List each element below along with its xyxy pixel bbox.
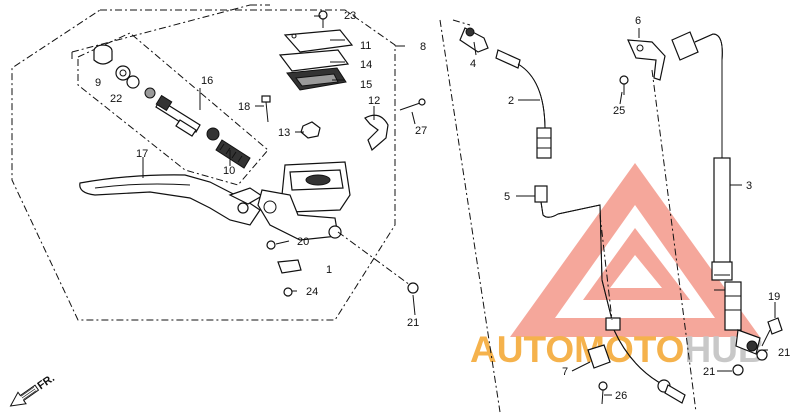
callout-7: 7 xyxy=(562,366,568,378)
callout-14: 14 xyxy=(360,59,372,71)
callout-18: 18 xyxy=(238,101,250,113)
leader-lines xyxy=(142,15,776,413)
callout-12: 12 xyxy=(368,95,380,107)
part-15-diaphragm xyxy=(286,67,347,91)
callout-3: 3 xyxy=(746,180,752,192)
callout-16: 16 xyxy=(201,75,213,87)
part-23-screw xyxy=(318,10,328,28)
part-21-washer xyxy=(407,282,419,294)
part-26-bolt xyxy=(598,381,608,405)
arrow-left-icon xyxy=(9,384,40,407)
callout-4: 4 xyxy=(470,58,476,70)
callout-26: 26 xyxy=(615,390,627,402)
part-7-clamp xyxy=(587,344,611,369)
part-2-upper-hose xyxy=(495,49,552,159)
part-18-bolt xyxy=(261,95,271,123)
part-17-brake-lever xyxy=(79,174,264,226)
part-25-bolt xyxy=(619,75,629,95)
part-12-holder xyxy=(364,114,389,152)
watermark-text: AUTOMOTOHUB xyxy=(470,329,765,370)
callout-6: 6 xyxy=(635,15,641,27)
assembly-outline xyxy=(11,9,396,321)
part-13-nut xyxy=(300,121,321,139)
callout-25: 25 xyxy=(613,105,625,117)
callout-20: 20 xyxy=(297,236,309,248)
callout-15: 15 xyxy=(360,79,372,91)
part-10-spring xyxy=(215,139,251,169)
callout-10: 10 xyxy=(223,165,235,177)
watermark-logo xyxy=(510,163,760,337)
part-9-cap xyxy=(93,44,113,65)
callout-19: 19 xyxy=(768,291,780,303)
callout-22: 22 xyxy=(110,93,122,105)
part-22-circlip xyxy=(115,65,131,81)
part-4-banjo-bolt xyxy=(459,27,489,53)
callout-13: 13 xyxy=(278,127,290,139)
callout-24: 24 xyxy=(306,286,318,298)
front-direction-indicator: FR. xyxy=(9,372,57,407)
part-11-reservoir-cap xyxy=(283,29,354,53)
front-label: FR. xyxy=(36,372,57,392)
callout-5: 5 xyxy=(504,191,510,203)
part-5-brake-pipe xyxy=(534,185,621,331)
callout-21-a: 21 xyxy=(407,317,419,329)
callout-2: 2 xyxy=(508,95,514,107)
callout-17: 17 xyxy=(136,148,148,160)
callout-9: 9 xyxy=(95,77,101,89)
part-3-lower-hose xyxy=(671,31,761,355)
part-20-bolt xyxy=(266,240,276,250)
part-24-switch xyxy=(277,259,302,297)
part-27-screw xyxy=(399,98,426,111)
callout-21-c: 21 xyxy=(703,366,715,378)
part-14-plate xyxy=(278,49,350,72)
part-1-master-cylinder xyxy=(257,161,351,241)
part-6-bracket xyxy=(627,39,666,81)
callout-23: 23 xyxy=(344,10,356,22)
callout-27: 27 xyxy=(415,125,427,137)
callout-8: 8 xyxy=(420,41,426,53)
callout-21-b: 21 xyxy=(778,347,790,359)
part-19-banjo-bolt xyxy=(761,317,783,347)
hose-lower-fitting xyxy=(613,329,686,404)
callout-1: 1 xyxy=(326,264,332,276)
callout-11: 11 xyxy=(360,40,371,52)
part-16-piston xyxy=(155,94,201,137)
